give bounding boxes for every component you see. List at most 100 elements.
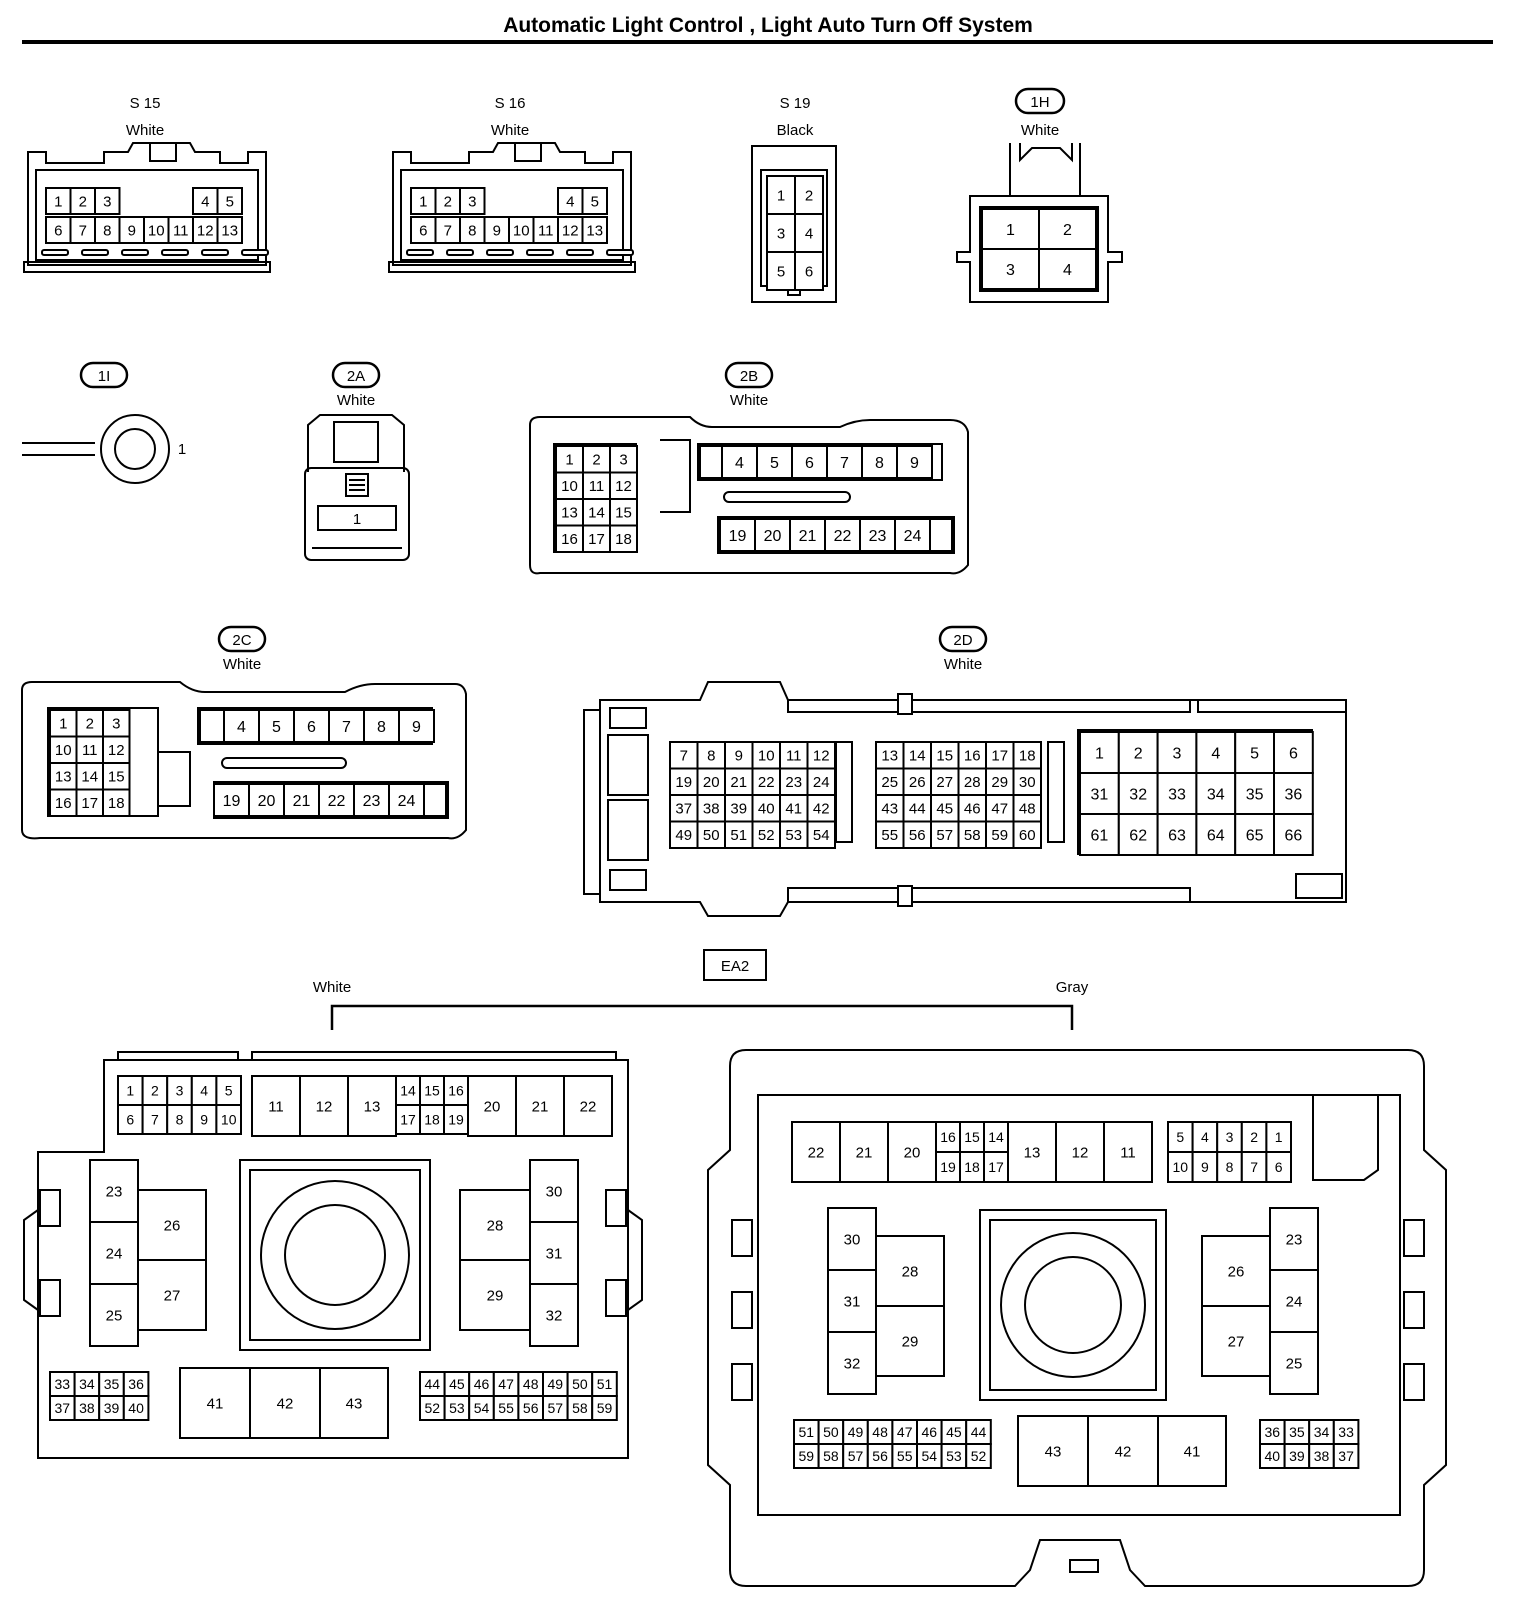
pin-label: 11 bbox=[173, 222, 189, 239]
pin-label: 37 bbox=[55, 1400, 71, 1416]
pin-label: 54 bbox=[922, 1448, 938, 1464]
pin-label: 16 bbox=[448, 1083, 464, 1099]
pin-label: 10 bbox=[1173, 1159, 1189, 1175]
pin-label: 13 bbox=[561, 505, 578, 522]
pin-label: 35 bbox=[104, 1376, 120, 1392]
pin-label: 4 bbox=[1201, 1129, 1209, 1145]
pin-label: 2 bbox=[151, 1083, 159, 1099]
pin-label: 13 bbox=[221, 222, 238, 239]
pin-label: 44 bbox=[425, 1376, 441, 1392]
pin-label: 4 bbox=[1063, 262, 1072, 279]
pin-label: 19 bbox=[448, 1112, 464, 1128]
pin-cell bbox=[141, 1075, 169, 1106]
pin-label: 40 bbox=[128, 1400, 144, 1416]
pin-cell bbox=[929, 518, 953, 552]
pin-cell bbox=[699, 445, 723, 479]
pin-label: 5 bbox=[591, 193, 599, 210]
pin-label: 10 bbox=[55, 742, 72, 759]
pin-cell bbox=[102, 788, 131, 817]
pin-label: 56 bbox=[872, 1448, 888, 1464]
ea2-right-color: Gray bbox=[1056, 979, 1089, 996]
pin-cell bbox=[896, 445, 933, 479]
2d-color: White bbox=[944, 656, 982, 673]
2c-color: White bbox=[223, 656, 261, 673]
pin-cell bbox=[1012, 820, 1042, 849]
pin-cell bbox=[395, 1075, 421, 1106]
pin-label: 24 bbox=[398, 793, 416, 810]
pin-cell bbox=[1269, 1269, 1319, 1333]
pin-cell bbox=[806, 820, 836, 849]
pin-cell bbox=[199, 709, 225, 743]
pin-cell bbox=[766, 175, 796, 215]
pin-label: 5 bbox=[777, 263, 785, 280]
pin-label: 50 bbox=[703, 827, 720, 844]
pin-label: 9 bbox=[493, 222, 501, 239]
pin-cell bbox=[965, 1419, 992, 1445]
pin-label: 30 bbox=[546, 1183, 563, 1200]
pin-label: 13 bbox=[55, 769, 72, 786]
pin-label: 10 bbox=[148, 222, 165, 239]
pin-label: 10 bbox=[758, 748, 775, 765]
svg-text:1: 1 bbox=[353, 511, 361, 528]
pin-cell bbox=[299, 1075, 349, 1137]
pin-label: 8 bbox=[707, 748, 715, 765]
pin-label: 2 bbox=[1250, 1129, 1258, 1145]
pin-cell bbox=[216, 216, 243, 244]
pin-label: 6 bbox=[1275, 1159, 1283, 1175]
pin-label: 8 bbox=[176, 1112, 184, 1128]
pin-label: 2 bbox=[592, 452, 600, 469]
pin-cell bbox=[985, 820, 1015, 849]
pin-label: 33 bbox=[55, 1376, 71, 1392]
1i-code: 1I bbox=[98, 368, 111, 385]
pin-cell bbox=[696, 820, 726, 849]
pin-label: 12 bbox=[1072, 1144, 1089, 1161]
pin-label: 6 bbox=[805, 263, 813, 280]
pin-label: 2 bbox=[1063, 222, 1072, 239]
pin-label: 56 bbox=[909, 827, 926, 844]
pin-cell bbox=[529, 1159, 579, 1223]
pin-label: 20 bbox=[764, 528, 782, 545]
pin-label: 14 bbox=[588, 505, 605, 522]
pin-label: 51 bbox=[730, 827, 747, 844]
pin-cell bbox=[251, 1075, 301, 1137]
2b-color: White bbox=[730, 392, 768, 409]
pin-label: 2 bbox=[805, 187, 813, 204]
pin-cell bbox=[483, 216, 510, 244]
pin-cell bbox=[167, 216, 194, 244]
pin-label: 19 bbox=[675, 774, 692, 791]
pin-label: 28 bbox=[487, 1217, 504, 1234]
pin-label: 24 bbox=[106, 1245, 123, 1262]
pin-label: 4 bbox=[201, 193, 209, 210]
pin-label: 3 bbox=[777, 225, 785, 242]
pin-cell bbox=[1273, 731, 1314, 774]
pin-cell bbox=[1038, 208, 1097, 250]
pin-label: 38 bbox=[703, 801, 720, 818]
pin-label: 47 bbox=[991, 801, 1008, 818]
pin-cell bbox=[839, 1121, 889, 1183]
pin-label: 21 bbox=[799, 528, 817, 545]
pin-cell bbox=[1265, 1151, 1293, 1183]
pin-cell bbox=[582, 524, 611, 553]
pin-label: 19 bbox=[729, 528, 747, 545]
pin-label: 25 bbox=[881, 774, 898, 791]
pin-label: 18 bbox=[615, 531, 632, 548]
pin-label: 4 bbox=[735, 455, 744, 472]
s19-code: S 19 bbox=[780, 95, 811, 112]
pin-label: 34 bbox=[79, 1376, 95, 1392]
pin-cell bbox=[791, 1121, 841, 1183]
1h-code: 1H bbox=[1030, 94, 1049, 111]
pin-label: 8 bbox=[875, 455, 884, 472]
pin-label: 18 bbox=[964, 1159, 980, 1175]
pin-label: 31 bbox=[1091, 786, 1109, 803]
pin-label: 3 bbox=[1006, 262, 1015, 279]
pin-label: 35 bbox=[1246, 786, 1264, 803]
pin-label: 15 bbox=[615, 505, 632, 522]
